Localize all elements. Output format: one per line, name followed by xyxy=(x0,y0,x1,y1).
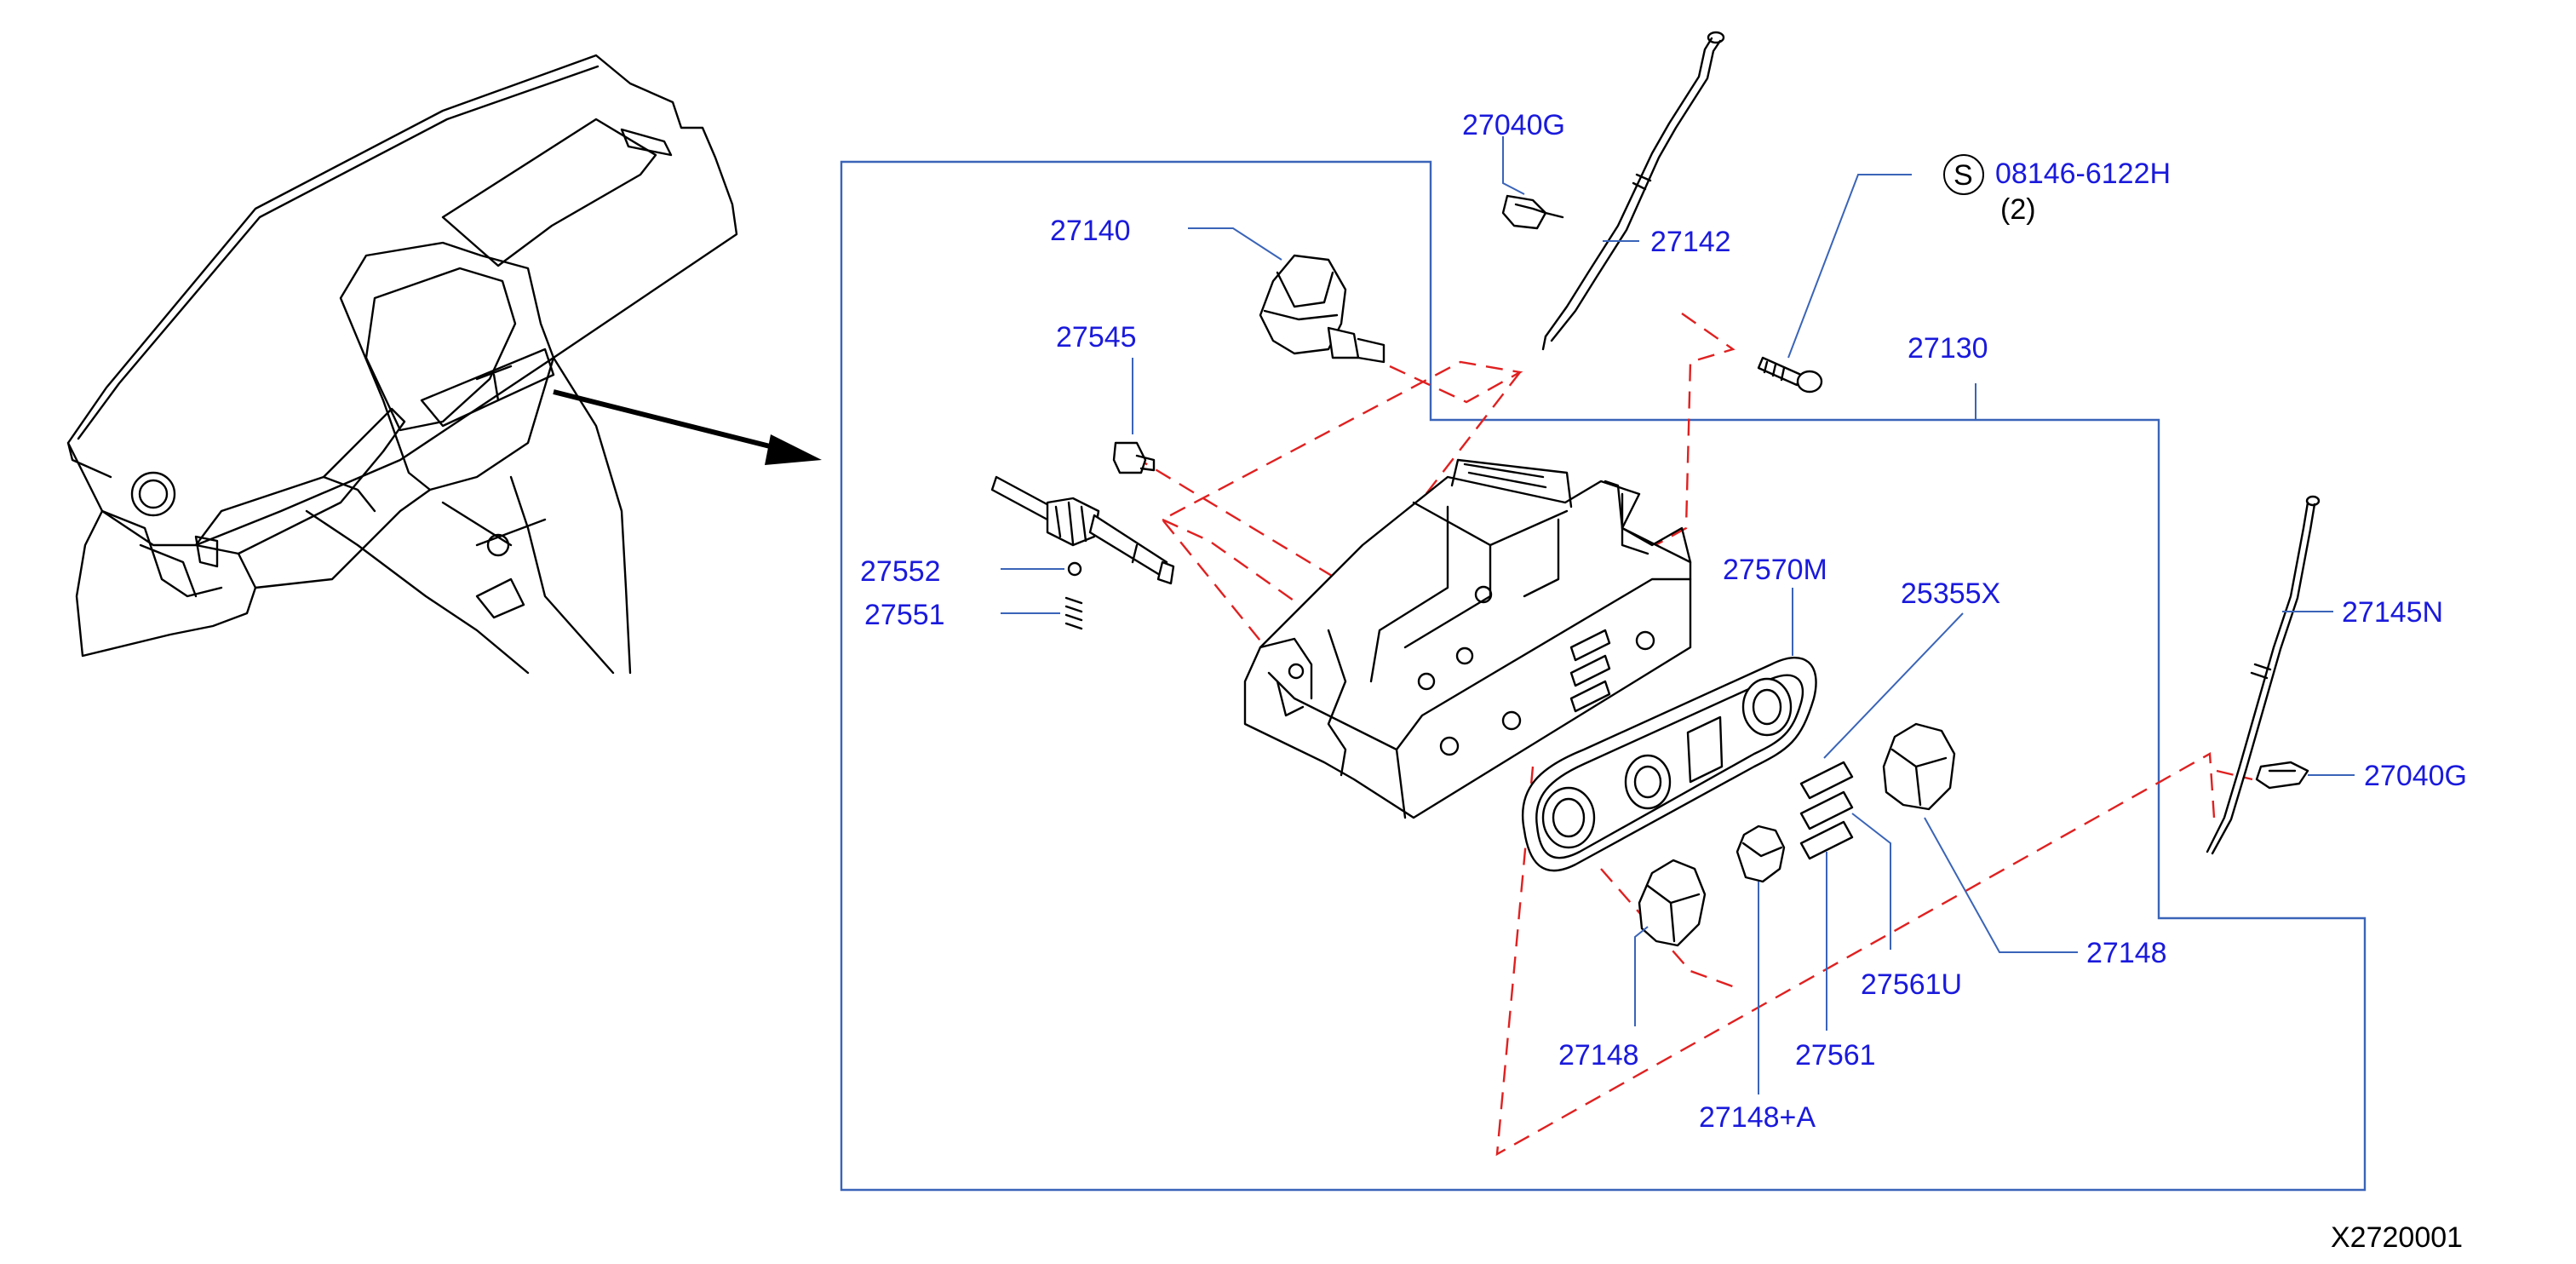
label-27561u: 27561U xyxy=(1861,968,1962,1001)
part-labels: 27040G 27142 S 08146-6122H (2) 27140 275… xyxy=(860,109,2467,1134)
label-08146-6122h: 08146-6122H xyxy=(1995,158,2171,190)
label-27040g-right: 27040G xyxy=(2364,760,2467,792)
label-27148-right: 27148 xyxy=(2086,937,2167,969)
clamp-27040g-top-drawing xyxy=(1501,194,1564,230)
screw-27545-drawing xyxy=(1112,441,1156,474)
label-27140: 27140 xyxy=(1050,215,1131,247)
drawing-code: X2720001 xyxy=(2331,1221,2463,1254)
label-27040g-top: 27040G xyxy=(1462,109,1565,141)
label-27561: 27561 xyxy=(1795,1039,1876,1072)
label-27142: 27142 xyxy=(1650,226,1731,258)
assembly-border xyxy=(840,160,2367,1192)
cable-27142-drawing xyxy=(1541,31,1725,351)
cable-27145n-drawing xyxy=(2206,495,2321,855)
heater-control-unit-drawing xyxy=(1243,458,1692,819)
s-symbol: S xyxy=(1954,159,1973,192)
knob-27148a-drawing xyxy=(1736,824,1786,883)
control-shaft-drawing xyxy=(990,475,1175,630)
screw-08146-drawing xyxy=(1757,356,1823,394)
label-27551: 27551 xyxy=(864,599,945,631)
s-symbol-circle xyxy=(1943,154,1984,195)
buttons-27561-drawing xyxy=(1799,761,1854,860)
knob-27140-drawing xyxy=(1259,254,1386,364)
label-27552: 27552 xyxy=(860,555,941,588)
label-27570m: 27570M xyxy=(1723,554,1827,586)
label-27148-a: 27148+A xyxy=(1699,1101,1816,1134)
knob-27148-right-drawing xyxy=(1882,722,1956,811)
label-27130: 27130 xyxy=(1908,332,1988,365)
face-plate-drawing xyxy=(1522,656,1817,872)
clamp-27040g-right-drawing xyxy=(2255,761,2309,790)
dashboard-overview-illustration xyxy=(66,54,822,675)
leader-lines xyxy=(1001,136,2355,1095)
label-27145n: 27145N xyxy=(2342,596,2443,629)
label-27148-left: 27148 xyxy=(1558,1039,1639,1072)
label-08146-qty: (2) xyxy=(2000,193,2036,226)
knob-27148-left-drawing xyxy=(1638,859,1707,947)
label-27545: 27545 xyxy=(1056,321,1137,353)
label-25355x: 25355X xyxy=(1901,577,2000,610)
